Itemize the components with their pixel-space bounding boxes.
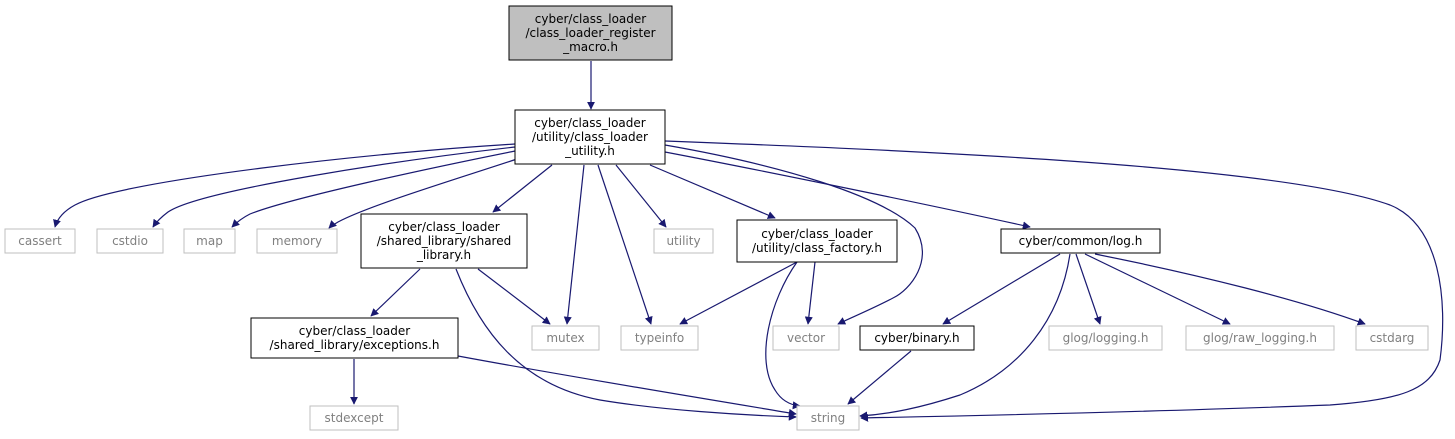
node-root[interactable]: cyber/class_loader/class_loader_register… <box>508 5 673 61</box>
node-box <box>859 325 975 351</box>
node-label-line: utility <box>666 234 700 248</box>
node-label-line: map <box>196 234 223 248</box>
nodes-layer: cyber/class_loader/class_loader_register… <box>4 5 1429 431</box>
node-label-line: vector <box>787 331 825 345</box>
node-label-line: /shared_library/exceptions.h <box>270 338 440 352</box>
node-box <box>514 109 666 165</box>
node-box <box>1000 228 1161 254</box>
node-label-line: stdexcept <box>325 411 384 425</box>
node-label-line: /class_loader_register <box>525 26 655 40</box>
node-label-line: string <box>811 411 845 425</box>
node-glog-raw-logging: glog/raw_logging.h <box>1185 325 1335 351</box>
node-cstdio: cstdio <box>96 228 164 254</box>
node-label-line: cyber/class_loader <box>388 220 499 234</box>
edge-class-loader-utility-to-log <box>664 151 1031 230</box>
node-label-line: /utility/class_loader <box>532 130 648 144</box>
node-log[interactable]: cyber/common/log.h <box>1000 228 1161 254</box>
edge-log-to-string <box>859 253 1071 420</box>
edge-class-loader-utility-to-memory <box>328 157 521 229</box>
node-box <box>256 228 338 254</box>
edge-exceptions-to-string <box>457 355 797 417</box>
edge-log-to-binary <box>942 253 1061 325</box>
node-shared-library[interactable]: cyber/class_loader/shared_library/shared… <box>360 213 528 269</box>
node-box <box>250 317 459 359</box>
edges-layer <box>53 61 1444 422</box>
node-memory: memory <box>256 228 338 254</box>
edge-class-loader-utility-to-mutex <box>563 164 585 325</box>
edge-log-to-glog-logging <box>1075 253 1102 325</box>
edge-class-loader-utility-to-utility <box>615 164 667 228</box>
node-box <box>1355 325 1429 351</box>
node-box <box>1048 325 1163 351</box>
node-box <box>736 219 898 263</box>
node-box <box>796 405 860 431</box>
node-cstdarg: cstdarg <box>1355 325 1429 351</box>
edge-shared-library-to-exceptions <box>370 268 421 317</box>
node-label-line: cassert <box>18 234 62 248</box>
edge-class-loader-utility-to-string <box>664 140 1444 422</box>
node-box <box>4 228 76 254</box>
node-cassert: cassert <box>4 228 76 254</box>
node-label-line: cyber/class_loader <box>761 227 872 241</box>
node-label-line: glog/logging.h <box>1063 331 1149 345</box>
edge-shared-library-to-mutex <box>477 268 551 325</box>
node-label-line: /shared_library/shared <box>377 234 511 248</box>
edge-class-factory-to-typeinfo <box>679 261 798 325</box>
node-label-line: cyber/class_loader <box>534 116 645 130</box>
node-label-line: cyber/binary.h <box>874 331 959 345</box>
node-typeinfo: typeinfo <box>620 325 699 351</box>
edge-class-loader-utility-to-cstdio <box>152 146 516 228</box>
node-string: string <box>796 405 860 431</box>
node-glog-logging: glog/logging.h <box>1048 325 1163 351</box>
node-label-line: cstdarg <box>1370 331 1415 345</box>
node-box <box>531 325 600 351</box>
node-box <box>96 228 164 254</box>
node-box <box>1185 325 1335 351</box>
node-box <box>653 228 714 254</box>
node-label-line: typeinfo <box>635 331 684 345</box>
node-label-line: mutex <box>546 331 584 345</box>
node-utility: utility <box>653 228 714 254</box>
edge-class-loader-utility-to-class-factory <box>649 164 776 219</box>
node-box <box>183 228 236 254</box>
node-stdexcept: stdexcept <box>309 405 399 431</box>
node-label-line: cyber/class_loader <box>535 12 646 26</box>
node-class-loader-utility[interactable]: cyber/class_loader/utility/class_loader_… <box>514 109 666 165</box>
node-box <box>620 325 699 351</box>
node-box <box>508 5 673 61</box>
node-box <box>309 405 399 431</box>
edge-class-factory-to-string <box>765 261 801 410</box>
node-map: map <box>183 228 236 254</box>
node-label-line: cyber/common/log.h <box>1019 234 1143 248</box>
node-label-line: _utility.h <box>564 144 615 158</box>
edge-log-to-cstdarg <box>1094 253 1366 326</box>
node-box <box>772 325 840 351</box>
node-label-line: cyber/class_loader <box>299 324 410 338</box>
edge-class-loader-utility-to-vector <box>664 144 923 325</box>
edge-class-loader-utility-to-map <box>231 150 516 228</box>
edge-log-to-glog-raw-logging <box>1084 253 1231 325</box>
edge-class-loader-utility-to-typeinfo <box>597 164 653 325</box>
edge-shared-library-to-string <box>455 268 797 421</box>
edge-class-loader-utility-to-cassert <box>53 143 516 228</box>
node-mutex: mutex <box>531 325 600 351</box>
node-class-factory[interactable]: cyber/class_loader/utility/class_factory… <box>736 219 898 263</box>
node-label-line: _library.h <box>416 248 471 262</box>
node-label-line: _macro.h <box>562 40 618 54</box>
edge-class-factory-to-vector <box>804 261 816 325</box>
node-label-line: cstdio <box>112 234 148 248</box>
node-binary[interactable]: cyber/binary.h <box>859 325 975 351</box>
node-label-line: /utility/class_factory.h <box>752 241 882 255</box>
node-label-line: memory <box>272 234 322 248</box>
edge-binary-to-string <box>847 350 912 405</box>
node-box <box>360 213 528 269</box>
node-vector: vector <box>772 325 840 351</box>
node-label-line: glog/raw_logging.h <box>1203 331 1317 345</box>
edge-class-loader-utility-to-shared-library <box>492 164 553 213</box>
node-exceptions[interactable]: cyber/class_loader/shared_library/except… <box>250 317 459 359</box>
